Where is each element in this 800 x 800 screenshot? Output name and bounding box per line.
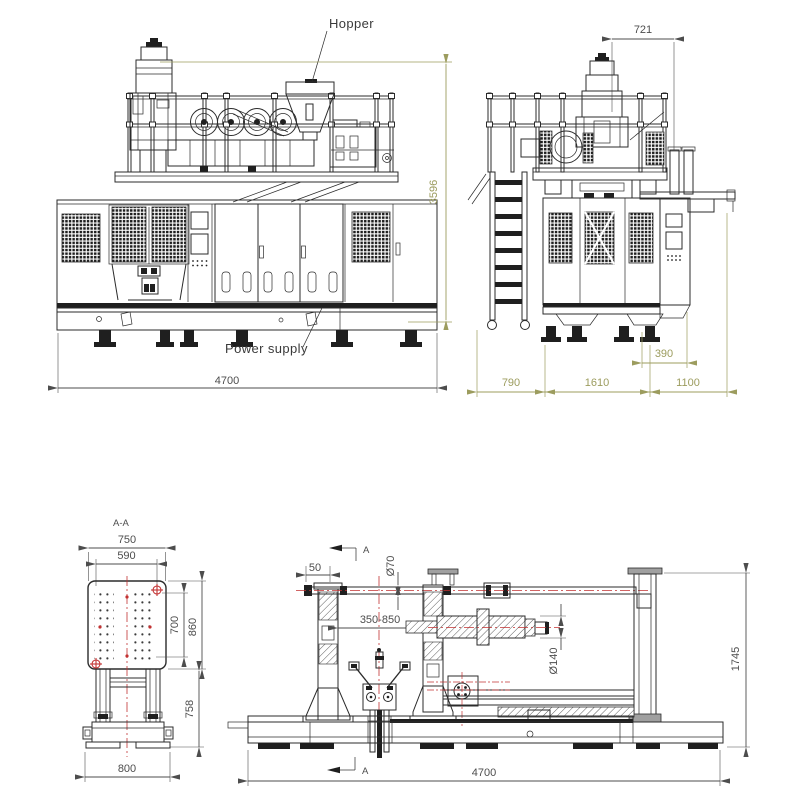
drive-pulleys: [190, 108, 297, 137]
left-column: [302, 582, 354, 723]
clamp-mechanism: [111, 263, 187, 301]
right-column: [627, 567, 663, 723]
section-marker-bottom-text: A: [362, 766, 369, 777]
dim-1745: 1745: [664, 563, 750, 757]
dim-50-text: 50: [309, 562, 321, 574]
clamp-panel-right: [151, 206, 187, 263]
dim-1745-text: 1745: [730, 647, 742, 671]
side-arm: [639, 146, 736, 213]
cabinet-doors: [214, 203, 344, 303]
lower-rails: [442, 689, 635, 706]
vent-grille-left: [61, 213, 101, 263]
dim-750-text: 750: [118, 534, 136, 546]
section-marker-top-text: A: [363, 545, 370, 556]
dim-50: 50: [296, 562, 340, 582]
side-motor: [520, 130, 665, 166]
dim-590: 590: [86, 550, 167, 586]
tie-rod: [296, 582, 648, 599]
dim-rod-dia-text: Ø70: [385, 556, 397, 577]
ladder: [487, 171, 530, 330]
dim-860: 860: [168, 571, 206, 679]
section-legs: [93, 668, 163, 723]
base-platform: [227, 715, 724, 749]
section-aa-title: A-A: [113, 518, 130, 529]
dim-590-text: 590: [117, 550, 135, 562]
front-view: Hopper Power supply 3596 4700: [48, 16, 452, 393]
side-frame: [467, 92, 668, 205]
dim-4700-clamp: 4700: [238, 750, 730, 786]
section-marker-bottom: A: [327, 757, 369, 777]
power-supply-leader: [302, 307, 323, 348]
dim-4700-front-text: 4700: [215, 375, 239, 387]
extruder-barrel: [167, 139, 315, 172]
vent-grille-right: [351, 211, 391, 263]
clamp-view: A A 50 Ø70 350-: [227, 544, 750, 786]
dim-790-text: 790: [502, 377, 520, 389]
dim-barrel-dia-text: Ø140: [548, 648, 560, 675]
hopper-leader: [311, 30, 328, 83]
dim-758-text: 758: [184, 700, 196, 718]
front-frame: [126, 92, 395, 173]
dim-4700-front: 4700: [48, 333, 447, 393]
red-target-markers: [90, 584, 163, 670]
side-grille-3: [628, 212, 654, 264]
mold-plate: [87, 576, 167, 757]
control-column: [187, 204, 213, 302]
dim-3596-text: 3596: [428, 180, 440, 204]
clamp-panel-left: [111, 206, 147, 263]
hopper-label: Hopper: [329, 16, 374, 31]
dim-721-text: 721: [634, 24, 652, 36]
dim-390-text: 390: [655, 348, 673, 360]
platform-deck: [114, 171, 399, 203]
front-cabinet: [56, 199, 438, 313]
dim-stroke-range-text: 350-850: [360, 614, 400, 626]
side-platform: [532, 167, 668, 199]
hole-pattern-right: [134, 591, 154, 661]
carriage-mechanism: [427, 672, 635, 726]
dim-rod-dia: Ø70: [385, 556, 401, 610]
accumulator-tower: [129, 38, 177, 173]
dim-700: 700: [156, 583, 188, 667]
dim-1100-text: 1100: [676, 377, 700, 389]
dim-4700-clamp-text: 4700: [472, 767, 496, 779]
dim-700-text: 700: [169, 616, 181, 634]
section-base: [82, 721, 174, 749]
front-base: [56, 303, 438, 347]
dim-721: 721: [602, 24, 684, 150]
side-view: 721: [467, 24, 737, 397]
middle-column: [409, 568, 459, 723]
dim-3596: 3596: [160, 54, 452, 330]
power-supply-label: Power supply: [225, 341, 308, 356]
section-marker-top: A: [329, 544, 370, 561]
dim-800: 800: [75, 752, 180, 782]
hopper: [285, 79, 335, 141]
blow-pin-assembly: [348, 648, 411, 758]
screw-barrel: [405, 608, 560, 646]
side-grille-1: [548, 212, 573, 264]
side-cabinet: [541, 197, 691, 342]
drive-motor-box: [329, 119, 392, 168]
dim-860-text: 860: [187, 618, 199, 636]
dim-barrel-dia: Ø140: [540, 604, 566, 674]
section-aa-view: A-A 750 590 700 860: [75, 518, 206, 782]
hole-pattern-left: [94, 591, 114, 661]
dim-800-text: 800: [118, 763, 136, 775]
dim-758: 758: [170, 661, 204, 757]
dim-1610-text: 1610: [585, 377, 609, 389]
side-bottom-dims: 790 1610 1100 390: [467, 213, 737, 397]
